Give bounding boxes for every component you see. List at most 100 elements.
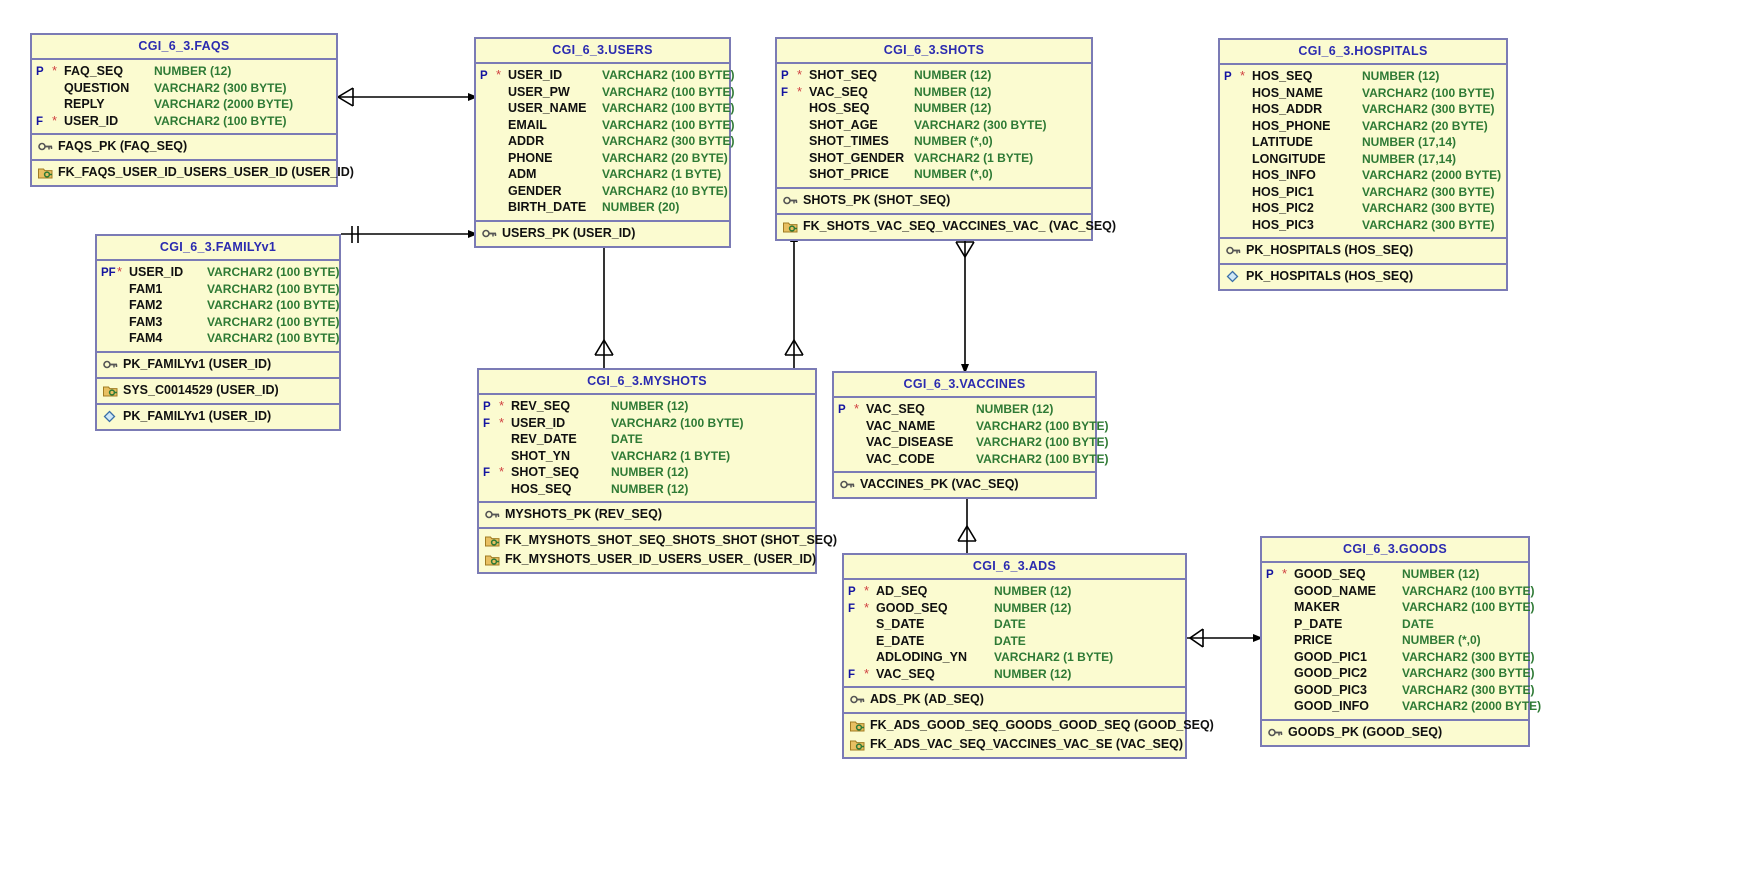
attribute-name: MAKER — [1294, 600, 1340, 614]
attribute-name: REV_DATE — [511, 432, 577, 446]
key-row[interactable]: PK_HOSPITALS (HOS_SEQ) — [1220, 267, 1506, 286]
key-row[interactable]: FK_FAQS_USER_ID_USERS_USER_ID (USER_ID) — [32, 163, 354, 182]
attribute-name: SHOT_AGE — [809, 117, 878, 132]
key-row[interactable]: MYSHOTS_PK (REV_SEQ) — [479, 505, 815, 524]
key-row[interactable]: FK_ADS_VAC_SEQ_VACCINES_VAC_SE (VAC_SEQ) — [844, 735, 1185, 754]
key-row[interactable]: FK_SHOTS_VAC_SEQ_VACCINES_VAC_ (VAC_SEQ) — [777, 217, 1116, 236]
attribute-name: HOS_PHONE — [1252, 118, 1331, 133]
key-row[interactable]: GOODS_PK (GOOD_SEQ) — [1262, 723, 1528, 742]
key-row[interactable]: SHOTS_PK (SHOT_SEQ) — [777, 191, 1091, 210]
attribute-name: SHOT_YN — [511, 448, 571, 463]
key-row[interactable]: VACCINES_PK (VAC_SEQ) — [834, 475, 1095, 494]
attribute-datatype: NUMBER (20) — [602, 200, 680, 214]
key-row[interactable]: PK_FAMILYv1 (USER_ID) — [97, 355, 339, 374]
primary-key-icon — [850, 693, 865, 706]
key-row[interactable]: PK_FAMILYv1 (USER_ID) — [97, 407, 339, 426]
attribute-name: GOOD_PIC3 — [1294, 682, 1367, 697]
attribute-name: SHOT_TIMES — [809, 134, 889, 148]
key-row[interactable]: FK_ADS_GOOD_SEQ_GOODS_GOOD_SEQ (GOOD_SEQ… — [844, 716, 1214, 735]
key-row[interactable]: ADS_PK (AD_SEQ) — [844, 690, 1185, 709]
key-row[interactable]: FK_MYSHOTS_SHOT_SEQ_SHOTS_SHOT (SHOT_SEQ… — [479, 531, 837, 550]
key-row[interactable]: USERS_PK (USER_ID) — [476, 224, 729, 243]
key-row[interactable]: SYS_C0014529 (USER_ID) — [97, 381, 339, 400]
key-row[interactable]: FK_MYSHOTS_USER_ID_USERS_USER_ (USER_ID) — [479, 550, 816, 569]
attribute-name: VAC_DISEASE — [866, 435, 954, 449]
key-row[interactable]: FAQS_PK (FAQ_SEQ) — [32, 137, 336, 156]
key-row[interactable]: PK_HOSPITALS (HOS_SEQ) — [1220, 241, 1506, 260]
attribute-name: HOS_NAME — [1252, 85, 1323, 100]
